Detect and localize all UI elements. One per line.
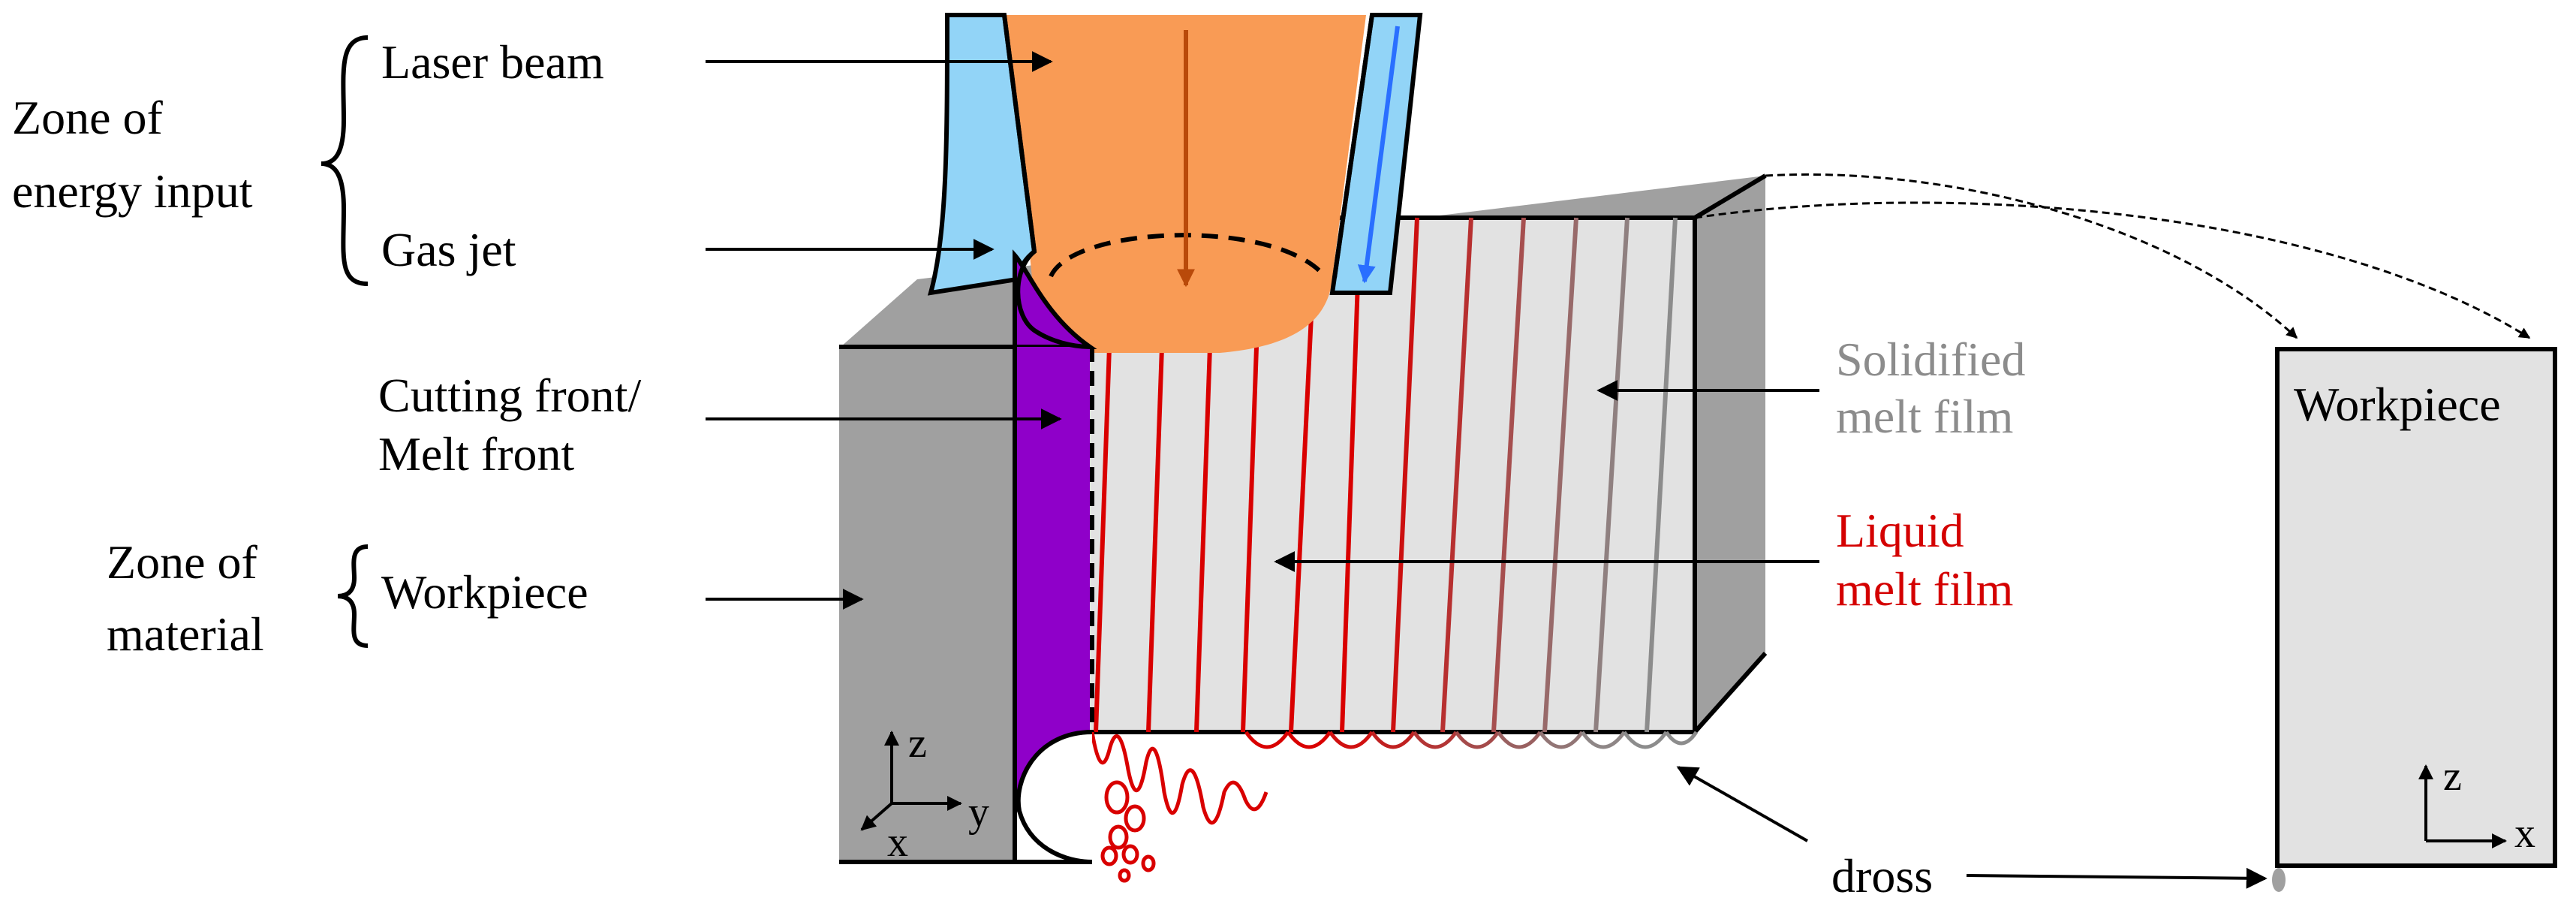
- laser-beam: [1006, 15, 1366, 353]
- gas-jet-label: Gas jet: [381, 223, 516, 276]
- solidified-label-2: melt film: [1836, 390, 2013, 443]
- dross-droplet: [1118, 868, 1131, 883]
- zone-material-label-1: Zone of: [107, 535, 258, 589]
- dross-scallop: [1580, 731, 1627, 749]
- laser-edge-left: [1002, 14, 1037, 252]
- workpiece-right-face: [1695, 176, 1765, 732]
- dross-scallop: [1454, 731, 1500, 749]
- solidified-film-line: [1491, 217, 1526, 733]
- side-axis-z-label: z: [2443, 753, 2462, 800]
- liquid-film-line: [1241, 346, 1259, 733]
- projection-arrow-right: [1694, 201, 2531, 339]
- dross-droplet: [1121, 844, 1139, 865]
- liquid-film-line: [1289, 300, 1314, 733]
- side-workpiece-label: Workpiece: [2294, 378, 2501, 431]
- melt-front: [1013, 249, 1097, 864]
- dross-arrow-up: [1676, 766, 1808, 842]
- solidified-label-1: Solidified: [1836, 333, 2025, 386]
- dross-scallop: [1370, 731, 1416, 749]
- melt-front-top-curve: [1016, 249, 1091, 349]
- workpiece-label: Workpiece: [381, 565, 588, 619]
- dross-scallop: [1328, 731, 1374, 749]
- side-axis-x-label: x: [2514, 810, 2535, 857]
- liquid-label-2: melt film: [1836, 562, 2013, 616]
- dross-droplet: [1104, 780, 1130, 815]
- gas-flow-arrow: [1357, 26, 1400, 284]
- liquid-film-line: [1094, 346, 1112, 733]
- workpiece-left-face: [839, 347, 1013, 862]
- dross-droplet: [1124, 804, 1146, 833]
- dross-scallop: [1244, 731, 1290, 749]
- zone-material-label-2: material: [107, 607, 264, 661]
- side-workpiece-rect: [2275, 347, 2557, 868]
- dross-scallop: [1496, 731, 1542, 749]
- main-axis-y-label: y: [968, 789, 989, 836]
- projection-arrow-top: [1765, 173, 2298, 339]
- zone-energy-label-1: Zone of: [12, 91, 164, 144]
- side-dross-droplet: [2272, 868, 2286, 892]
- main-axis-z-label: z: [908, 720, 927, 767]
- cutting-front-label-2: Melt front: [378, 427, 575, 481]
- gas-jet: [927, 13, 1423, 296]
- energy-brace: [320, 35, 369, 286]
- dross-droplet: [1100, 845, 1118, 866]
- liquid-film-line: [1340, 217, 1362, 733]
- dross-label: dross: [1831, 849, 1933, 902]
- main-axis-x: [860, 802, 893, 831]
- block-outline-top-right: [1693, 173, 1767, 220]
- material-brace: [337, 544, 369, 648]
- melt-film-lines: [1094, 217, 1678, 733]
- solidified-film-line: [1542, 217, 1578, 733]
- solidified-film-line: [1645, 217, 1678, 733]
- laser-beam-label: Laser beam: [381, 35, 604, 89]
- cutting-front-label-1: Cutting front/: [378, 369, 641, 422]
- dross-droplet: [1141, 854, 1156, 872]
- liquid-dross-drops: [1090, 731, 1268, 883]
- dross-scallop: [1286, 731, 1332, 749]
- main-axes: [860, 731, 962, 831]
- dross-wave: [1090, 731, 1268, 825]
- liquid-film-line: [1391, 217, 1419, 733]
- leader-arrows: [706, 51, 2268, 889]
- dross-scallop: [1622, 731, 1669, 749]
- dross-droplet: [1108, 824, 1129, 850]
- side-axes: [2418, 764, 2507, 848]
- laser-focus-ellipse: [1049, 233, 1327, 278]
- dross-scallop: [1664, 731, 1699, 746]
- dross-scallop: [1538, 731, 1584, 749]
- dross-scallops: [1244, 731, 1699, 749]
- liquid-film-line: [1440, 217, 1473, 733]
- zone-energy-label-2: energy input: [12, 164, 253, 218]
- laser-edge-right: [1332, 14, 1374, 279]
- main-axis-x-label: x: [887, 819, 908, 866]
- liquid-label-1: Liquid: [1836, 504, 1964, 557]
- solidified-film-line: [1593, 217, 1630, 733]
- liquid-film-line: [1194, 346, 1212, 733]
- block-outline-kerf: [1090, 215, 1697, 734]
- block-outline-bottom-right: [1693, 651, 1768, 734]
- dross-scallop: [1412, 731, 1458, 749]
- dross-arrow-right: [1966, 867, 2268, 889]
- liquid-film-line: [1146, 346, 1164, 733]
- melt-front-bottom-curve: [1016, 730, 1093, 864]
- side-workpiece: [1694, 173, 2557, 892]
